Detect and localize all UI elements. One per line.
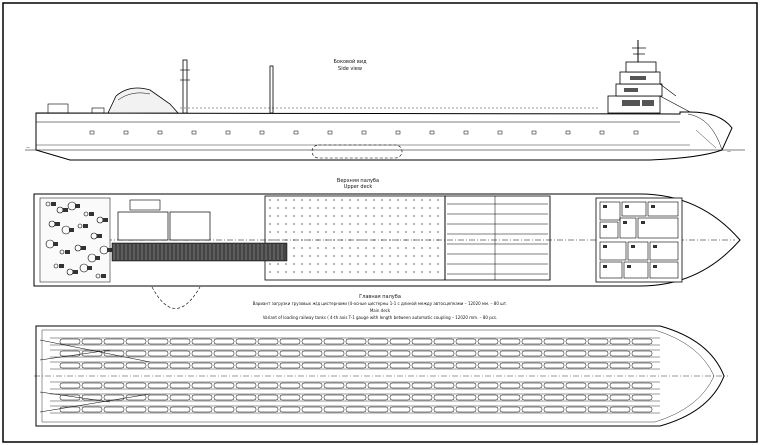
main-deck-title-en: Main deck <box>370 308 391 313</box>
main-deck-title-ru: Главная палуба <box>359 294 401 300</box>
main-deck-outline <box>35 325 725 427</box>
side-view-title-en: Side view <box>338 66 362 72</box>
aft-mast <box>182 59 188 114</box>
side-view-tank <box>311 144 403 159</box>
forward-accommodation <box>595 197 683 283</box>
upper-deck-title-ru: Верхняя палуба <box>337 178 379 184</box>
forward-rooms <box>599 201 679 279</box>
upper-deck-outline <box>33 193 741 287</box>
side-view: — — Боковой вид Side view <box>25 40 745 161</box>
portholes <box>89 130 639 135</box>
bridge-superstructure <box>607 40 691 114</box>
ramp-swing-arc <box>151 286 201 309</box>
aft-deckhouse <box>107 87 179 114</box>
upper-deck-title-en: Upper deck <box>344 184 373 190</box>
upper-deck-plan <box>33 193 741 309</box>
hatch-cover-grid <box>444 195 551 281</box>
aft-deck-equipment <box>45 201 112 279</box>
hull-outline <box>35 111 733 161</box>
mid-mast <box>269 65 274 114</box>
hatch-pattern <box>269 199 439 273</box>
side-view-title-ru: Боковой вид <box>333 58 367 65</box>
railway-tank-rows <box>39 337 660 414</box>
main-deck-plan <box>34 325 728 427</box>
deck-walkway <box>111 242 288 262</box>
svg-text:—: — <box>26 145 30 150</box>
main-deck-caption-en: Variant of loading railway tanks ( 4-th … <box>263 315 498 320</box>
svg-text:—: — <box>727 149 731 154</box>
main-deck-caption-ru: Вариант загрузки грузовых ж/д цистернами… <box>253 301 508 306</box>
cargo-hatch-area <box>264 195 446 281</box>
